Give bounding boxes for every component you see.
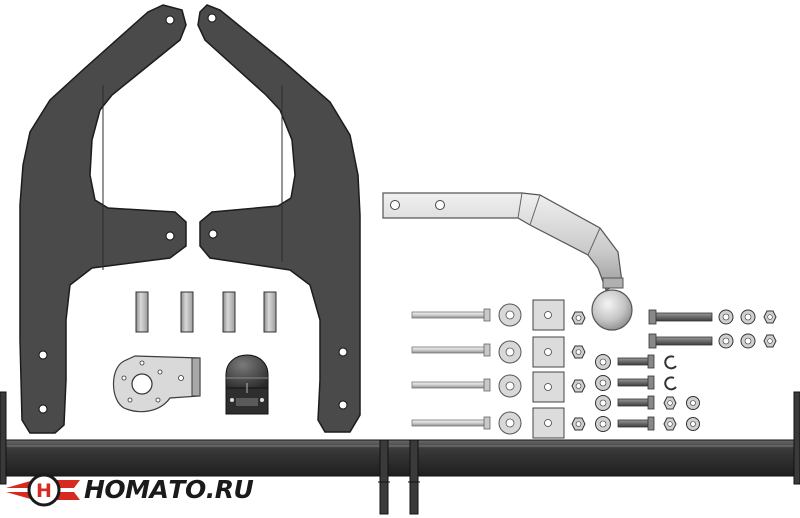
hex-nut (571, 417, 586, 431)
square-plate (532, 336, 565, 368)
long-bolt (411, 416, 491, 430)
washer (740, 333, 756, 349)
bracket-hole (338, 400, 348, 410)
washer (498, 303, 522, 327)
medium-bolt (648, 309, 713, 325)
spacer-tubes (135, 291, 277, 333)
socket-mounting-plate (112, 355, 201, 413)
square-plate (532, 299, 565, 331)
bracket-hole (338, 347, 348, 357)
washer (595, 395, 611, 411)
long-bolt (411, 378, 491, 392)
bracket-hole (38, 350, 48, 360)
washer (686, 417, 700, 431)
long-bolt (411, 343, 491, 357)
square-plate (532, 371, 565, 403)
bracket-hole (165, 231, 175, 241)
logo-wing-icon (6, 480, 80, 500)
left-side-bracket (19, 4, 187, 434)
short-bolt-set (595, 354, 700, 432)
washer (498, 374, 522, 398)
long-bolt (411, 308, 491, 322)
washer (498, 340, 522, 364)
hex-nut (571, 311, 586, 325)
long-bolts (411, 308, 491, 430)
washer (686, 396, 700, 410)
short-bolt (617, 416, 655, 431)
hex-nut (763, 334, 777, 348)
spacer-tube (222, 291, 236, 333)
spacer-tube (180, 291, 194, 333)
washer (718, 333, 734, 349)
washer (595, 416, 611, 432)
lock-washer (664, 355, 677, 370)
bracket-hole (38, 404, 48, 414)
washer (740, 309, 756, 325)
electric-socket (225, 354, 269, 415)
bracket-hole (207, 13, 217, 23)
logo-letter-icon: Н (36, 480, 52, 502)
short-bolt (617, 375, 655, 390)
logo-ring-icon (27, 473, 61, 507)
lock-washer (664, 376, 677, 391)
square-plates (532, 299, 565, 439)
hex-nut (763, 310, 777, 324)
bracket-hole (165, 15, 175, 25)
homato-logo: Н (6, 473, 80, 507)
washer (718, 309, 734, 325)
hex-nut (571, 345, 586, 359)
round-washers (498, 303, 522, 435)
upper-bolt-set (648, 309, 777, 349)
short-bolt (617, 395, 655, 410)
tow-ball-arm (382, 192, 633, 331)
washer (595, 375, 611, 391)
short-bolt (617, 354, 655, 369)
cross-beam (0, 391, 800, 515)
spacer-tube (263, 291, 277, 333)
square-plate (532, 407, 565, 439)
hex-nuts (571, 311, 586, 431)
logo-text: НОМАТО.RU (84, 475, 254, 504)
right-side-bracket (197, 4, 361, 433)
hex-nut (571, 379, 586, 393)
washer (498, 411, 522, 435)
spacer-tube (135, 291, 149, 333)
bracket-hole (208, 229, 218, 239)
tow-ball (591, 289, 633, 331)
washer (595, 354, 611, 370)
hex-nut (663, 396, 677, 410)
hex-nut (663, 417, 677, 431)
medium-bolt (648, 333, 713, 349)
